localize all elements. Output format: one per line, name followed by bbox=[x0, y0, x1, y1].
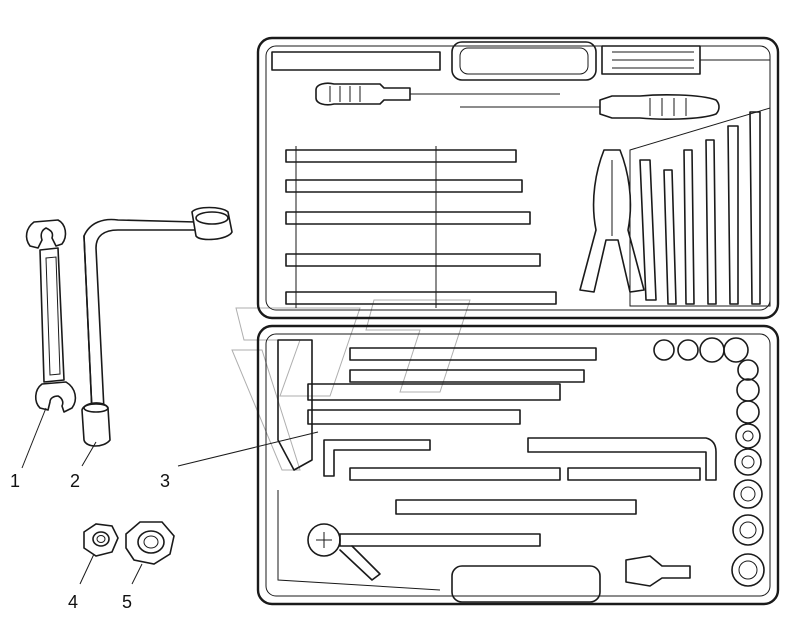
callout-5: 5 bbox=[122, 592, 132, 612]
callout-2: 2 bbox=[70, 471, 80, 491]
callout-4: 4 bbox=[68, 592, 78, 612]
callout-leaders bbox=[21, 407, 319, 585]
tool-case bbox=[231, 36, 780, 606]
small-nut bbox=[83, 523, 119, 557]
callout-3: 3 bbox=[160, 471, 170, 491]
watermark-logo bbox=[231, 299, 471, 471]
open-end-wrench bbox=[25, 219, 77, 413]
large-nut bbox=[125, 521, 175, 565]
l-socket-wrench bbox=[81, 206, 233, 447]
case-upper-lid bbox=[256, 36, 780, 320]
case-lower-base bbox=[256, 324, 780, 606]
callout-1: 1 bbox=[10, 471, 20, 491]
